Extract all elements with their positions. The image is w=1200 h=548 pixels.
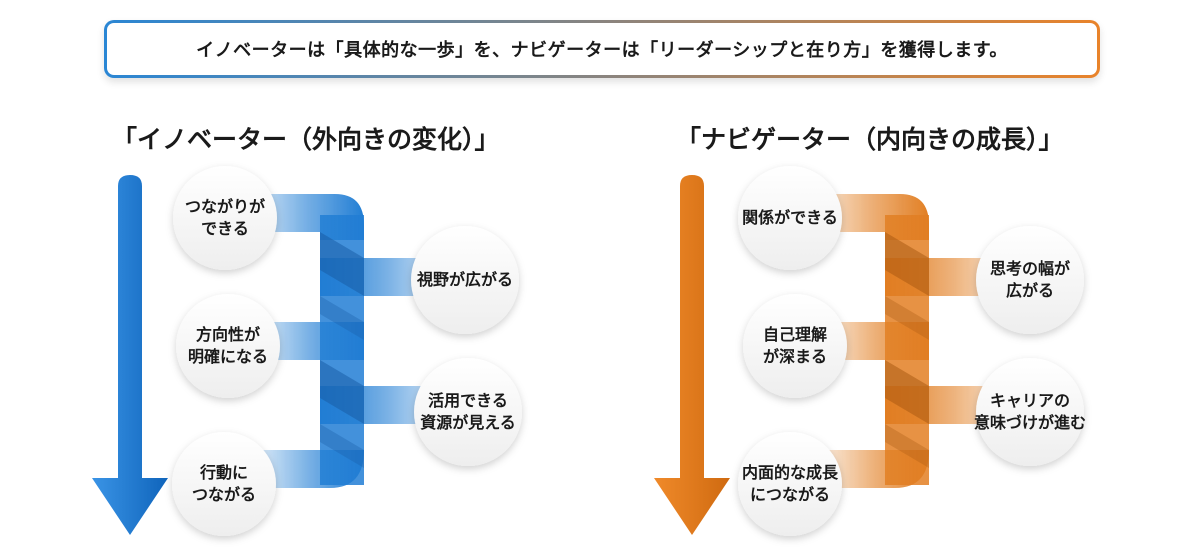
navigator-heading: 「ナビゲーター（内向きの成長）」 (676, 125, 1064, 154)
innovator-down-arrow (92, 175, 168, 535)
innovator-step-resources: 活用できる 資源が見える (420, 391, 516, 432)
innovator-step-perspective: 視野が広がる (416, 270, 513, 289)
summary-text: イノベーターは「具体的な一歩」を、ナビゲーターは「リーダーシップと在り方」を獲得… (107, 23, 1097, 75)
navigator-step-self-understanding: 自己理解 が深まる (762, 325, 827, 366)
innovator-left-circles (172, 166, 280, 536)
innovator-step-connections: つながりが できる (184, 197, 265, 238)
navigator-diagram (654, 166, 1084, 536)
navigator-left-circles (738, 166, 847, 536)
innovator-step-direction: 方向性が 明確になる (187, 325, 268, 366)
innovator-right-circles (411, 226, 522, 466)
navigator-step-thinking: 思考の幅が 広がる (989, 259, 1070, 300)
navigator-right-circles (976, 226, 1084, 466)
navigator-step-career-meaning: キャリアの 意味づけが進む (973, 391, 1086, 432)
innovator-heading: 「イノベーター（外向きの変化）」 (112, 125, 500, 154)
navigator-down-arrow (654, 175, 730, 535)
summary-banner: イノベーターは「具体的な一歩」を、ナビゲーターは「リーダーシップと在り方」を獲得… (104, 20, 1100, 78)
navigator-step-relationship: 関係ができる (742, 208, 838, 227)
innovator-step-action: 行動に つながる (191, 463, 256, 504)
navigator-step-inner-growth: 内面的な成長 につながる (741, 463, 838, 504)
innovator-diagram (92, 166, 522, 536)
